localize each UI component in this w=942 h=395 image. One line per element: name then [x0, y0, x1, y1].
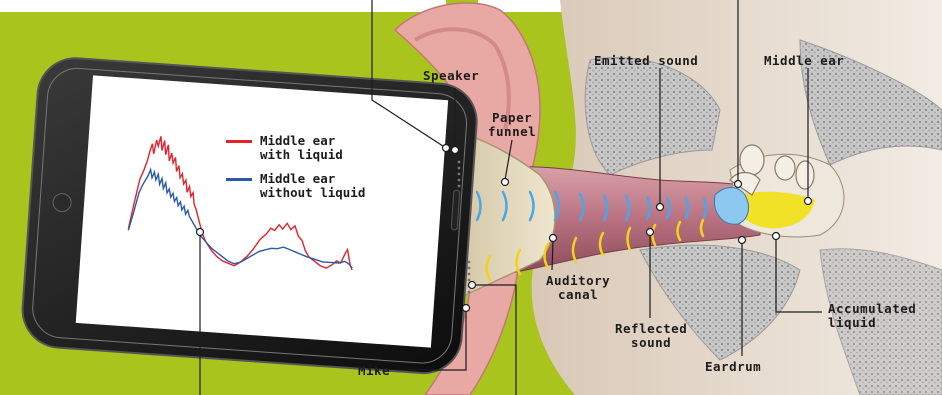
- label-accumulated-liquid: Accumulated liquid: [828, 302, 916, 330]
- legend-label-with-liquid: Middle ear with liquid: [260, 134, 343, 162]
- label-auditory-canal: Auditory canal: [546, 274, 610, 302]
- label-mike: Mike: [358, 364, 390, 378]
- label-emitted-sound: Emitted sound: [594, 54, 698, 68]
- label-eardrum: Eardrum: [705, 360, 761, 374]
- legend-swatch-without-liquid: [226, 178, 252, 181]
- legend-label-without-liquid: Middle ear without liquid: [260, 172, 365, 200]
- label-speaker: Speaker: [423, 69, 479, 83]
- legend-item-with-liquid: Middle ear with liquid: [226, 134, 343, 162]
- legend-swatch-with-liquid: [226, 140, 252, 143]
- label-middle-ear: Middle ear: [764, 54, 844, 68]
- phone: [20, 56, 479, 376]
- label-paper-funnel: Paper funnel: [488, 111, 536, 139]
- label-reflected-sound: Reflected sound: [615, 322, 687, 350]
- legend-item-without-liquid: Middle ear without liquid: [226, 172, 365, 200]
